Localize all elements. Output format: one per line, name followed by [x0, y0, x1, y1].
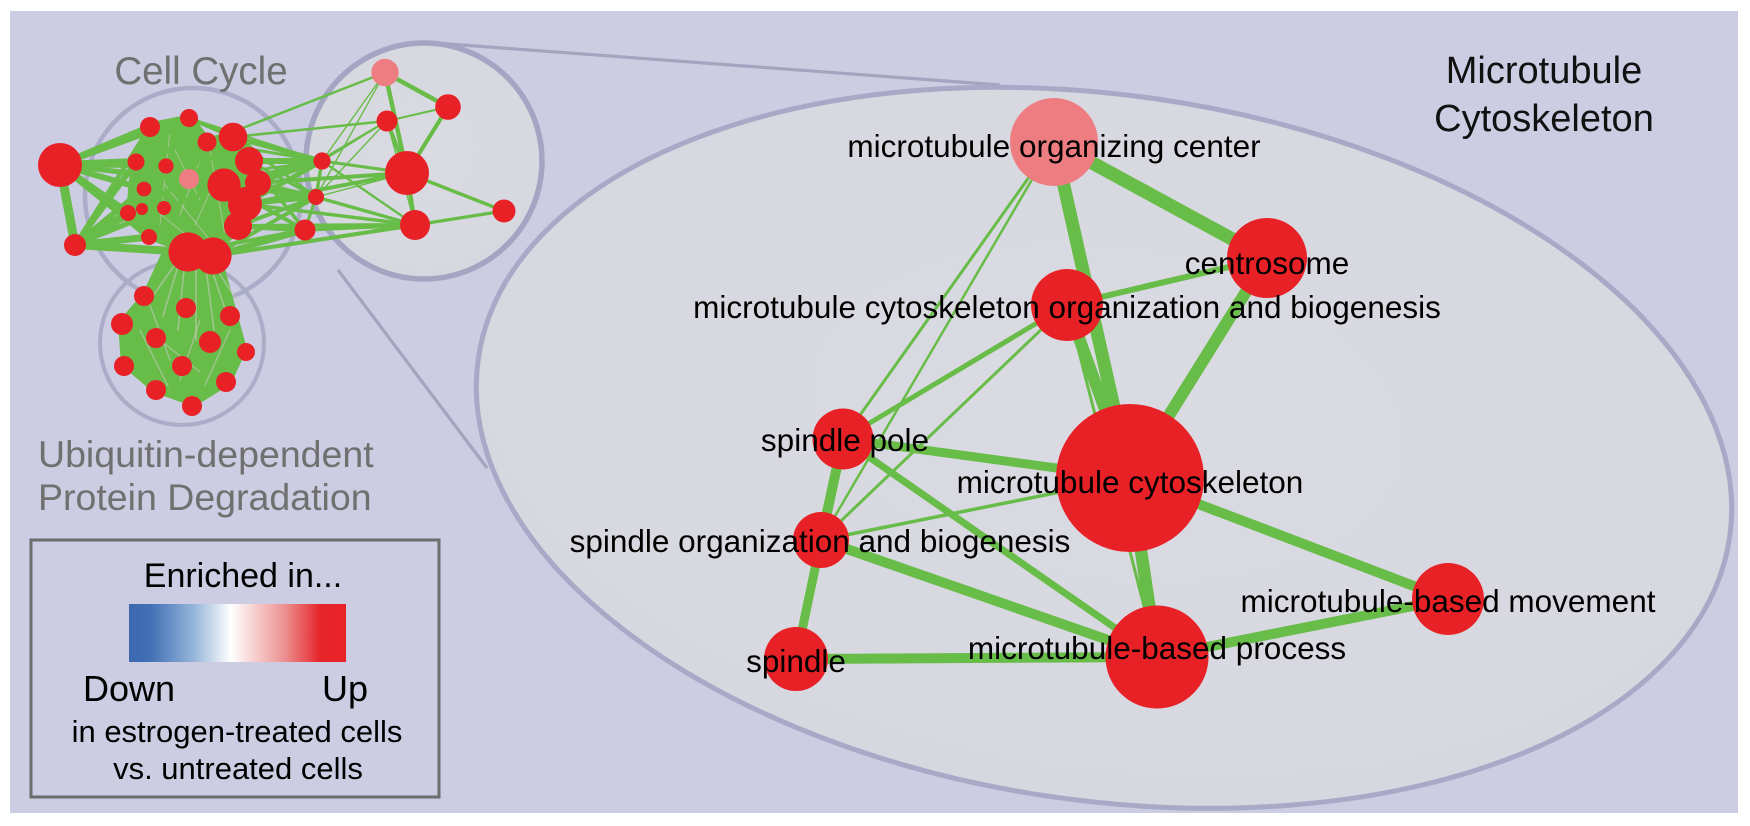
svg-text:Enriched in...: Enriched in...: [144, 557, 342, 595]
svg-text:microtubule cytoskeleton organ: microtubule cytoskeleton organization an…: [693, 289, 1441, 325]
svg-text:centrosome: centrosome: [1185, 245, 1350, 281]
svg-text:microtubule-based process: microtubule-based process: [968, 630, 1346, 666]
svg-text:Down: Down: [83, 668, 175, 709]
svg-text:microtubule organizing center: microtubule organizing center: [847, 128, 1260, 164]
svg-text:Up: Up: [322, 668, 368, 709]
svg-text:in estrogen-treated cells: in estrogen-treated cells: [72, 714, 403, 749]
svg-text:spindle pole: spindle pole: [761, 422, 929, 458]
svg-text:Cell Cycle: Cell Cycle: [114, 50, 287, 93]
svg-text:Protein Degradation: Protein Degradation: [38, 476, 372, 518]
svg-text:spindle organization and bioge: spindle organization and biogenesis: [570, 523, 1071, 559]
svg-text:Cytoskeleton: Cytoskeleton: [1434, 98, 1654, 140]
svg-text:vs. untreated cells: vs. untreated cells: [113, 751, 363, 786]
svg-text:Microtubule: Microtubule: [1446, 50, 1642, 92]
svg-text:microtubule-based movement: microtubule-based movement: [1241, 583, 1656, 619]
svg-text:microtubule cytoskeleton: microtubule cytoskeleton: [957, 464, 1304, 500]
svg-text:spindle: spindle: [746, 643, 846, 679]
svg-text:Ubiquitin-dependent: Ubiquitin-dependent: [38, 433, 374, 475]
